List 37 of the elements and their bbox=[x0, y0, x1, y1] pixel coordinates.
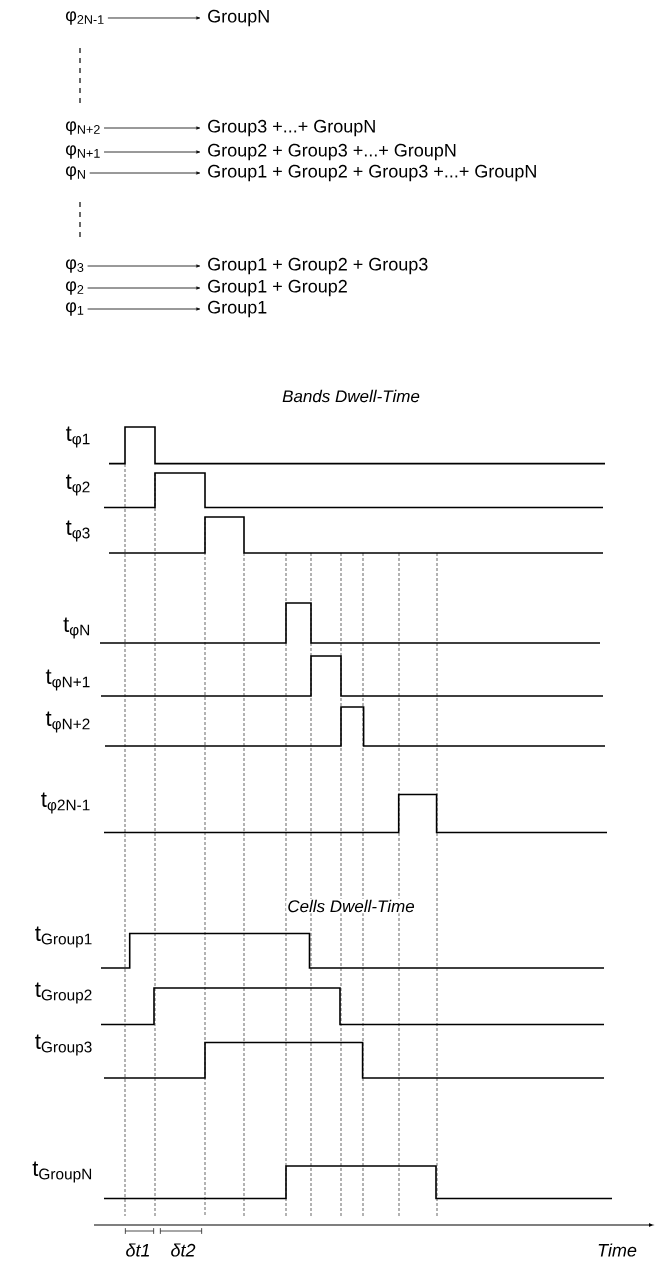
group-list: Group3 +...+ GroupN bbox=[208, 119, 375, 137]
arrow bbox=[87, 307, 201, 311]
group-list: Group1 + Group2 bbox=[208, 279, 347, 297]
arrow bbox=[107, 16, 201, 20]
phase-label: φ$_{1}$ bbox=[65, 302, 84, 316]
group-list: Group2 + Group3 +...+ GroupN bbox=[208, 143, 456, 161]
phase-label: φ$_{N+2}$ bbox=[65, 121, 100, 135]
group-list: GroupN bbox=[208, 9, 269, 27]
arrow bbox=[87, 286, 201, 290]
phase-label: φ$_{N+1}$ bbox=[65, 145, 100, 159]
group-list: Group1 + Group2 + Group3 +...+ GroupN bbox=[208, 164, 536, 182]
phase-label: φ$_{2N-1}$ bbox=[65, 11, 104, 25]
axis-label: Time bbox=[598, 1243, 637, 1257]
arrow bbox=[89, 171, 201, 175]
group-list: Group1 bbox=[208, 300, 267, 318]
signal-label: t$_{φ2N-1}$ bbox=[41, 792, 90, 814]
signal-label: t$_{GroupN}$ bbox=[32, 1161, 92, 1183]
signal-label: t$_{φ3}$ bbox=[65, 520, 90, 542]
signal-label: t$_{Group3}$ bbox=[35, 1034, 92, 1056]
interval-label: δt1 bbox=[126, 1243, 149, 1257]
arrow bbox=[87, 264, 201, 268]
signal-label: t$_{φN+1}$ bbox=[45, 669, 90, 691]
signal-label: t$_{φN}$ bbox=[63, 617, 90, 639]
interval-label: δt2 bbox=[171, 1243, 196, 1257]
group-list: Group1 + Group2 + Group3 bbox=[208, 257, 428, 275]
signal-label: t$_{φN+2}$ bbox=[45, 711, 90, 733]
chart-title: Bands Dwell-Time bbox=[281, 388, 421, 404]
phase-label: φ$_{3}$ bbox=[65, 259, 84, 273]
signal-label: t$_{Group1}$ bbox=[35, 926, 92, 948]
signal-label: t$_{φ1}$ bbox=[65, 426, 90, 448]
phase-label: φ$_{N}$ bbox=[65, 166, 85, 180]
chart-title: Cells Dwell-Time bbox=[286, 898, 416, 914]
signal-label: t$_{Group2}$ bbox=[35, 982, 92, 1004]
arrow bbox=[103, 150, 201, 154]
signal-label: t$_{φ2}$ bbox=[65, 474, 90, 496]
arrow bbox=[103, 126, 201, 130]
phase-label: φ$_{2}$ bbox=[65, 281, 84, 295]
